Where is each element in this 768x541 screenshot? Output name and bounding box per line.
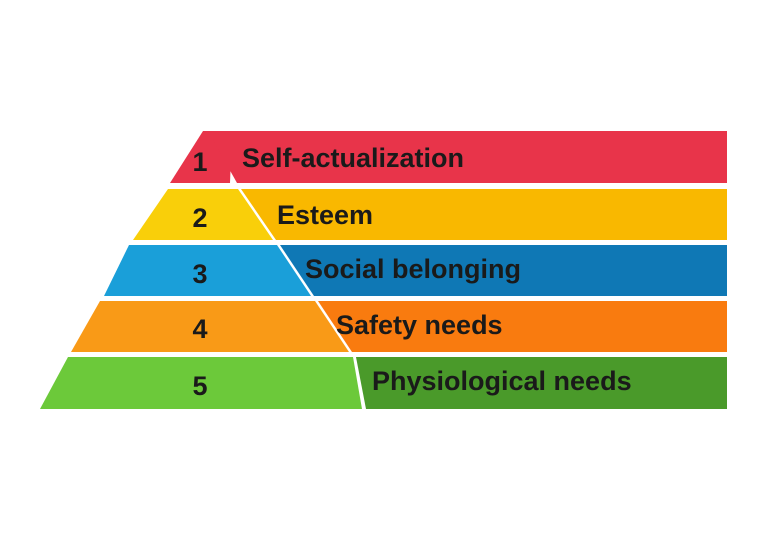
level-4-pyramid-segment [71,301,349,352]
level-3-label: Social belonging [305,254,521,284]
level-5-number: 5 [192,371,207,401]
level-2-label: Esteem [277,200,373,230]
level-5-label: Physiological needs [372,366,632,396]
level-1: 1 Self-actualization [170,131,727,183]
level-3-number: 3 [192,259,207,289]
level-2-label-bar [241,189,727,240]
level-2-number: 2 [192,203,207,233]
level-1-label-bar [208,131,727,183]
level-4: 4 Safety needs [71,301,727,352]
level-5: 5 Physiological needs [40,357,727,409]
level-1-number: 1 [192,147,207,177]
level-3-label-bar [280,245,727,296]
level-4-number: 4 [192,314,207,344]
level-2-pyramid-segment [133,189,273,240]
level-5-label-bar [356,357,727,409]
level-4-label-bar [318,301,727,352]
level-3-pyramid-segment [104,245,311,296]
level-2: 2 Esteem [133,189,727,240]
level-4-label: Safety needs [336,310,503,340]
level-5-pyramid-segment [40,357,362,409]
level-3: 3 Social belonging [104,245,727,296]
level-1-label: Self-actualization [242,143,464,173]
